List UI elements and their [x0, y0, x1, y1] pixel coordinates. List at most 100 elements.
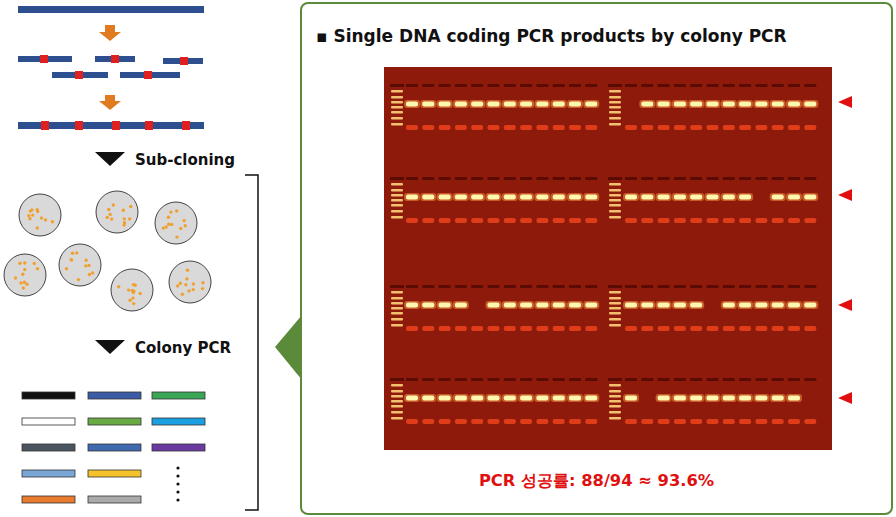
pcr-band [585, 396, 597, 401]
band-glow [518, 394, 534, 402]
pcr-band [658, 195, 670, 200]
clone-bars [22, 392, 205, 503]
colony-dot [176, 284, 179, 287]
ladder-band [391, 199, 403, 202]
colony-dot [65, 267, 68, 270]
colony-dot [179, 227, 182, 230]
gel-well [772, 177, 784, 180]
primer-dimer [658, 419, 670, 424]
primer-dimer [804, 125, 816, 130]
gel-well [674, 378, 686, 381]
band-glow [688, 193, 704, 201]
gel-well [455, 378, 467, 381]
band-glow [770, 100, 786, 108]
colony-dot [112, 203, 115, 206]
gel-well [641, 84, 653, 87]
primer-dimer [569, 419, 581, 424]
gel-well [520, 177, 532, 180]
band-glow [656, 301, 672, 309]
colony-dot [70, 258, 73, 261]
primer-dimer [739, 419, 751, 424]
ladder-band [609, 101, 621, 104]
primer-dimer [406, 125, 418, 130]
gel-well [788, 285, 800, 288]
band-glow [567, 301, 583, 309]
gel-well [471, 285, 483, 288]
gel-well [804, 378, 816, 381]
band-glow [639, 100, 655, 108]
primer-dimer [674, 419, 686, 424]
panel-box: ▪ Single DNA coding PCR products by colo… [300, 2, 893, 515]
band-glow [420, 100, 436, 108]
band-glow [802, 301, 818, 309]
pcr-band [471, 396, 483, 401]
band-glow [437, 193, 453, 201]
colony-dot [184, 283, 187, 286]
primer-dimer [755, 419, 767, 424]
gel-well [658, 285, 670, 288]
ladder-band [609, 297, 621, 300]
primer-dimer [707, 125, 719, 130]
gel-well [739, 285, 751, 288]
pcr-band [755, 303, 767, 308]
pcr-band [504, 195, 516, 200]
primer-dimer [439, 419, 451, 424]
primer-dimer [471, 419, 483, 424]
gel-well [739, 177, 751, 180]
pcr-band [585, 195, 597, 200]
gel-well [488, 177, 500, 180]
primer-dimer [625, 125, 637, 130]
step-triangle [95, 340, 125, 354]
gel-well [690, 84, 702, 87]
gel-well [788, 177, 800, 180]
band-glow [420, 301, 436, 309]
ladder-band [609, 302, 621, 305]
primer-dimer [585, 218, 597, 223]
band-glow [737, 301, 753, 309]
ladder-band [609, 204, 621, 207]
band-glow [502, 100, 518, 108]
band-glow [437, 301, 453, 309]
colony-dot [36, 267, 39, 270]
colony-dot [167, 223, 170, 226]
colony-dot [129, 205, 132, 208]
band-glow [534, 193, 550, 201]
band-glow [502, 394, 518, 402]
pcr-band [658, 303, 670, 308]
colony-dot [192, 282, 195, 285]
primer-dimer [755, 326, 767, 331]
ladder-band [609, 318, 621, 321]
primer-dimer [788, 419, 800, 424]
gel-well [608, 84, 622, 87]
primer-dimer [772, 218, 784, 223]
colony-dot [107, 208, 110, 211]
pcr-band [422, 303, 434, 308]
primer-dimer [520, 326, 532, 331]
band-glow [639, 301, 655, 309]
primer-dimer [422, 419, 434, 424]
pcr-band [553, 303, 565, 308]
band-glow [404, 193, 420, 201]
ladder-band [609, 307, 621, 310]
ladder-band [391, 307, 403, 310]
gel-well [625, 378, 637, 381]
primer-dimer [755, 125, 767, 130]
primer-dimer [422, 218, 434, 223]
pcr-band [406, 195, 418, 200]
band-arrows [838, 96, 852, 404]
gel-well [723, 177, 735, 180]
band-glow [486, 193, 502, 201]
pcr-band [641, 102, 653, 107]
gel-well [739, 378, 751, 381]
gel-well [520, 378, 532, 381]
ladder-band [609, 405, 621, 408]
gel-well [390, 378, 404, 381]
band-glow [705, 100, 721, 108]
band-glow [802, 100, 818, 108]
band-glow [753, 100, 769, 108]
primer-dimer [553, 419, 565, 424]
band-glow [639, 193, 655, 201]
pcr-band [723, 303, 735, 308]
gel-lanes [390, 84, 818, 424]
band-glow [551, 100, 567, 108]
